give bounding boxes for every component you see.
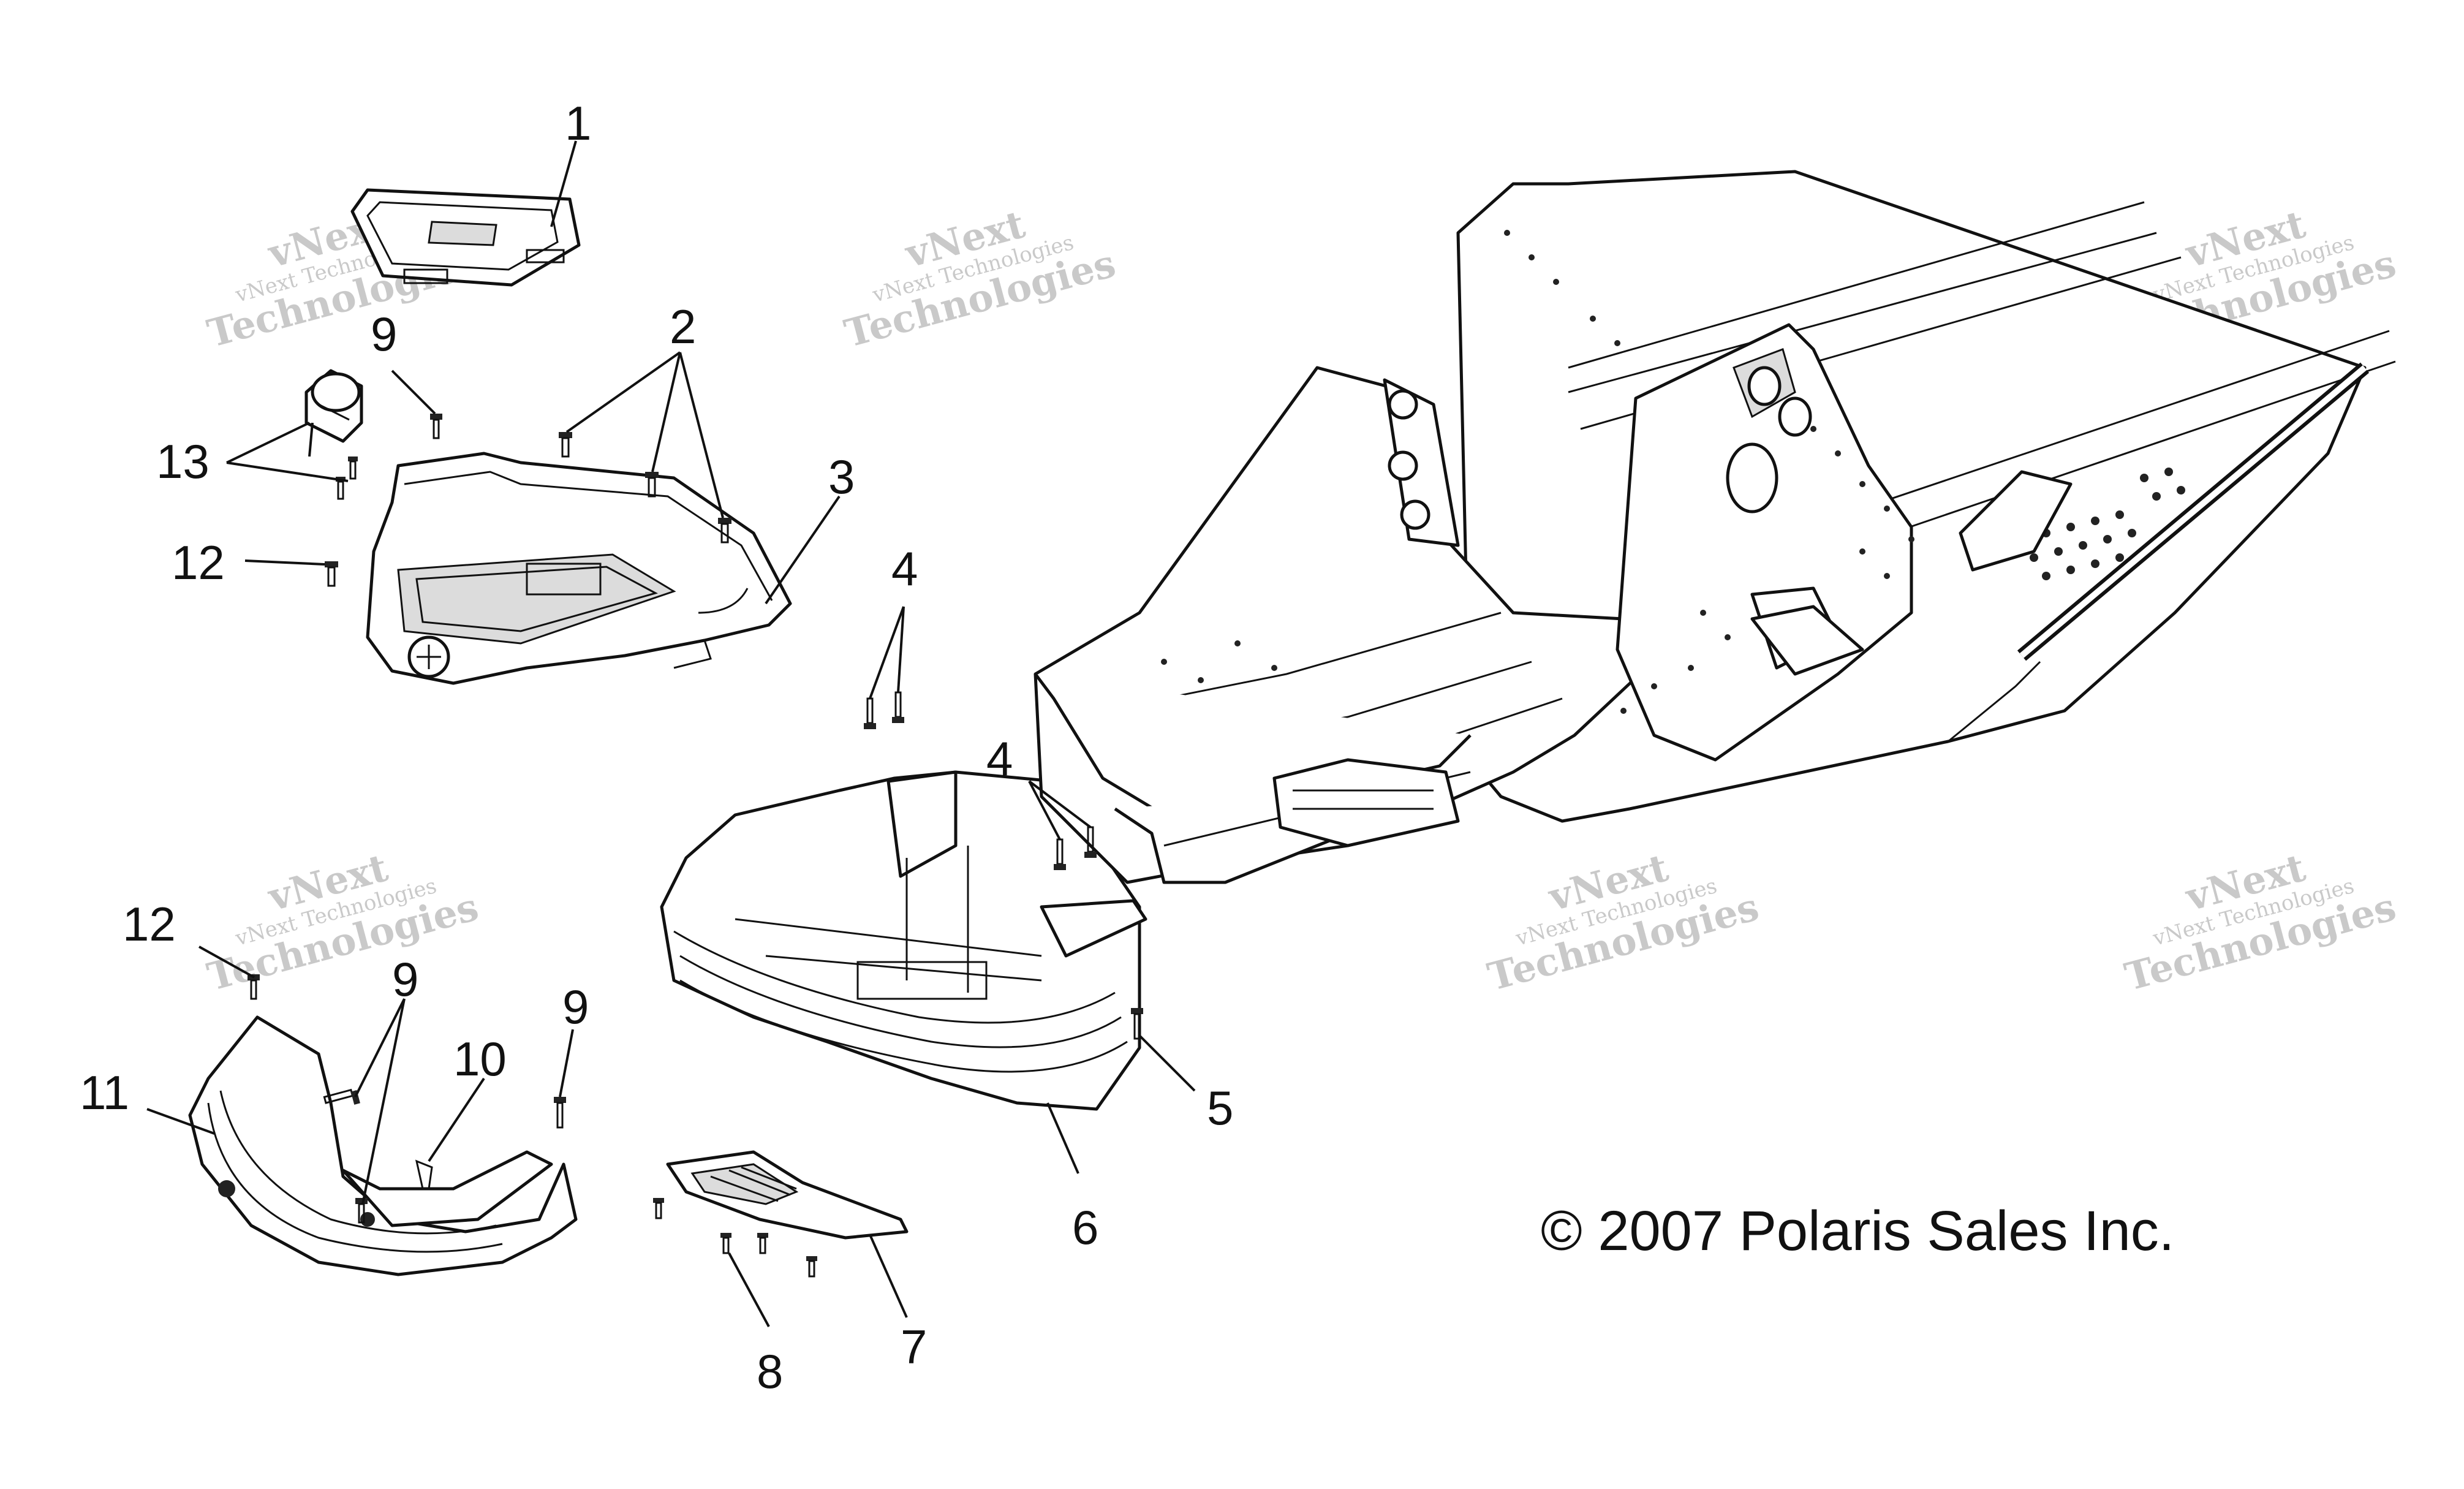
callout-12-top: 12 — [172, 536, 225, 589]
callout-9-top: 9 — [371, 307, 397, 361]
screw-8-a — [653, 1198, 664, 1219]
callout-4-lower: 4 — [986, 732, 1013, 786]
rivet-10 — [415, 1159, 433, 1190]
callout-8: 8 — [757, 1344, 783, 1398]
callout-9-lower-left: 9 — [392, 952, 418, 1006]
screw-8-c — [757, 1233, 768, 1254]
part-1-cover-plate — [350, 188, 581, 287]
part-7-skid-plate — [666, 1150, 909, 1240]
screw-8-d — [806, 1256, 817, 1278]
screw-9-top — [430, 414, 442, 439]
screw-2-b — [645, 472, 659, 498]
part-6-nose-pan — [660, 770, 1147, 1111]
screw-9-lower-c — [554, 1097, 566, 1129]
callout-12-lower: 12 — [123, 897, 176, 951]
copyright-text: © 2007 Polaris Sales Inc. — [1541, 1200, 2174, 1262]
chassis-frame — [1034, 170, 2396, 884]
callout-5: 5 — [1207, 1081, 1233, 1135]
screw-9-lower-a — [323, 1088, 360, 1105]
screw-12-top — [325, 561, 338, 587]
screw-2-c — [718, 518, 731, 544]
screw-8-b — [720, 1233, 731, 1254]
callout-7: 7 — [901, 1320, 927, 1374]
leader-lines — [146, 140, 1196, 1327]
callout-2: 2 — [670, 300, 696, 354]
callout-labels: 1 2 3 4 4 5 6 7 8 9 9 9 10 11 12 12 13 — [80, 96, 1233, 1398]
screw-4-upper-a — [864, 697, 876, 729]
screw-2-a — [559, 432, 572, 458]
screw-13-a — [348, 457, 358, 480]
callout-11: 11 — [80, 1066, 129, 1120]
callout-9-lower-right: 9 — [562, 980, 589, 1034]
callout-13: 13 — [156, 434, 210, 488]
screw-4-upper-b — [892, 691, 904, 723]
callout-4-upper: 4 — [891, 542, 918, 596]
screw-5 — [1131, 1008, 1143, 1040]
screw-9-lower-b — [355, 1198, 368, 1224]
chassis-holes — [1161, 230, 2185, 714]
callout-10: 10 — [453, 1032, 507, 1086]
callout-6: 6 — [1072, 1200, 1098, 1254]
callout-3: 3 — [828, 450, 855, 504]
part-3-tray — [366, 452, 792, 685]
callout-1: 1 — [565, 96, 591, 150]
part-13-bracket — [304, 369, 363, 443]
part-11-front-bumper — [188, 1015, 578, 1276]
